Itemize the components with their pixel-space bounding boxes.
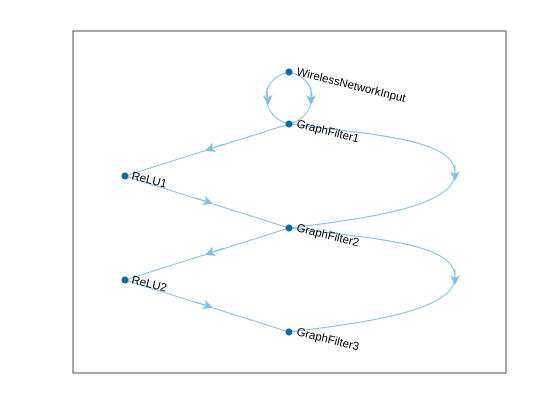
edges-layer <box>124 71 460 333</box>
edge-graphfilter1-relu1-arrow <box>205 142 225 153</box>
edge-relu2-graphfilter3-arrow <box>195 299 213 310</box>
plot-frame <box>72 30 507 374</box>
edge-relu1-graphfilter2-arrow <box>195 195 213 206</box>
edge-self-loop-arrow-left <box>262 87 273 105</box>
edge-graphfilter2-relu2-arrow <box>205 246 225 257</box>
